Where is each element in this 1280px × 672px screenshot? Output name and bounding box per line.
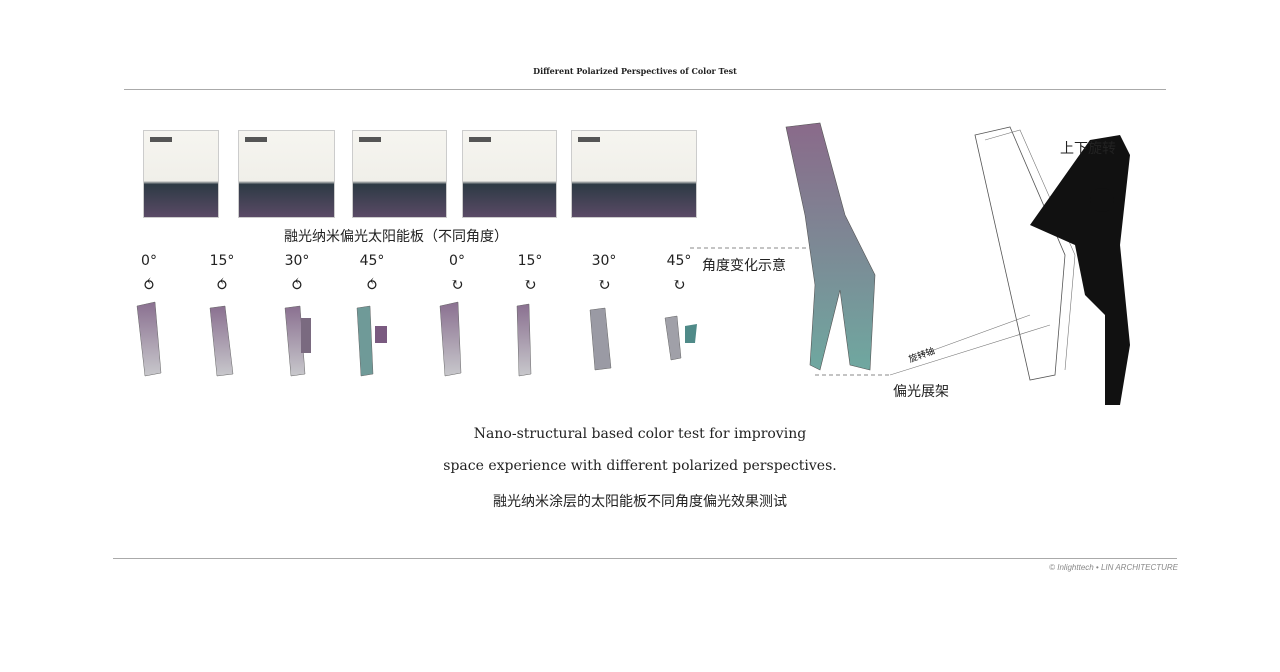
horizontal-rotation-icon: ⥀	[365, 275, 379, 294]
vertical-rotation-icon: ↻	[672, 275, 686, 294]
panel-model	[439, 301, 462, 377]
stand-diagram	[889, 126, 1130, 405]
panel-model	[136, 301, 162, 377]
horizontal-rotation-icon: ⥀	[215, 275, 229, 294]
description-line: Nano-structural based color test for imp…	[473, 426, 807, 442]
angle-label: 45°	[359, 253, 385, 269]
panel-photo	[143, 130, 219, 218]
panel-model	[664, 315, 697, 361]
vertical-rotation-icon: ↻	[450, 275, 464, 294]
panel-photo	[462, 130, 557, 218]
panel-model	[284, 305, 311, 377]
page-title: Different Polarized Perspectives of Colo…	[533, 66, 737, 76]
footer-divider	[113, 558, 1177, 559]
description-line-cn: 融光纳米涂层的太阳能板不同角度偏光效果测试	[493, 494, 787, 510]
panel-model	[209, 305, 234, 377]
angle-label: 0°	[141, 253, 157, 269]
angle-change-label: 角度变化示意	[702, 258, 786, 274]
angle-label: 15°	[517, 253, 543, 269]
vertical-rotation-icon: ↻	[597, 275, 611, 294]
rotate-label: 上下旋转	[1060, 141, 1116, 157]
angle-label: 45°	[666, 253, 692, 269]
angle-label: 30°	[591, 253, 617, 269]
panel-model	[356, 305, 387, 377]
vertical-rotation-icon: ↻	[523, 275, 537, 294]
header-divider	[124, 89, 1166, 90]
panel-photo	[238, 130, 335, 218]
stand-label: 偏光展架	[893, 384, 949, 400]
panel-model	[589, 307, 612, 371]
person-silhouette	[1030, 135, 1130, 405]
copyright: © Inlighttech • LIN ARCHITECTURE	[1049, 563, 1178, 572]
panel-photo	[571, 130, 697, 218]
photos-caption: 融光纳米偏光太阳能板（不同角度）	[284, 229, 508, 245]
horizontal-rotation-icon: ⥀	[290, 275, 304, 294]
panel-photo	[352, 130, 447, 218]
horizontal-rotation-icon: ⥀	[142, 275, 156, 294]
angle-label: 15°	[209, 253, 235, 269]
panel-model	[516, 303, 532, 377]
panel-models	[136, 301, 697, 377]
description-line: space experience with different polarize…	[443, 458, 837, 474]
angle-label: 30°	[284, 253, 310, 269]
angle-diagram	[690, 122, 890, 376]
angle-label: 0°	[449, 253, 465, 269]
